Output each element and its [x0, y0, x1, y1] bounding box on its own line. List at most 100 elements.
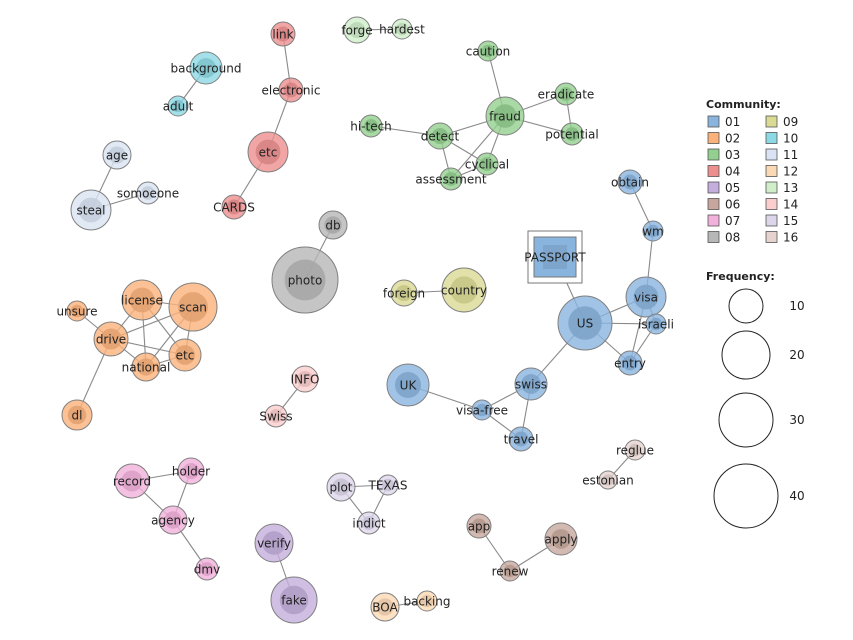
node-reglue[interactable]: reglue	[616, 439, 654, 461]
frequency-label-30: 30	[789, 413, 804, 427]
node-background[interactable]: background	[171, 51, 242, 85]
node-etc2[interactable]: etc	[168, 338, 202, 372]
node-country[interactable]: country	[441, 267, 487, 313]
node-steal[interactable]: steal	[70, 189, 112, 231]
community-swatch-11	[765, 148, 778, 161]
node-record[interactable]: record	[113, 463, 151, 499]
node-label-link: link	[272, 28, 293, 42]
node-core-etc4	[255, 139, 281, 165]
node-label-country: country	[441, 284, 487, 298]
node-israeli[interactable]: israeli	[638, 313, 674, 335]
legend: Community: 01020304050607080910111213141…	[706, 98, 805, 529]
node-label-scan: scan	[179, 301, 207, 315]
node-core-obtain	[622, 174, 638, 190]
node-plot[interactable]: plot	[326, 472, 356, 502]
node-holder[interactable]: holder	[172, 457, 210, 485]
node-UK[interactable]: UK	[386, 363, 430, 407]
node-core-holder	[182, 462, 200, 480]
node-fraud[interactable]: fraud	[485, 96, 525, 136]
community-legend-item-07: 07	[707, 214, 740, 228]
node-unsure[interactable]: unsure	[56, 300, 98, 322]
node-core-entry	[622, 355, 638, 371]
node-etc4[interactable]: etc	[247, 131, 289, 173]
community-label-08: 08	[725, 231, 740, 245]
node-visafree[interactable]: visa-free	[456, 399, 508, 421]
frequency-legend-title: Frequency:	[706, 270, 775, 283]
node-electronic[interactable]: electronic	[262, 77, 321, 103]
node-eradicate[interactable]: eradicate	[538, 82, 595, 106]
node-INFO[interactable]: INFO	[291, 365, 320, 393]
node-core-TEXAS	[381, 478, 395, 492]
node-potential[interactable]: potential	[545, 122, 599, 146]
community-swatch-07	[707, 214, 720, 227]
node-label-eradicate: eradicate	[538, 88, 595, 102]
node-photo[interactable]: photo	[271, 246, 339, 314]
node-foreign[interactable]: foreign	[383, 279, 425, 307]
node-core-photo	[284, 259, 326, 301]
node-drive[interactable]: drive	[93, 321, 129, 357]
node-core-renew	[503, 564, 517, 578]
node-BOA[interactable]: BOA	[370, 592, 400, 622]
node-CARDS[interactable]: CARDS	[213, 194, 255, 220]
node-obtain[interactable]: obtain	[611, 169, 649, 195]
node-apply[interactable]: apply	[544, 522, 578, 556]
node-entry[interactable]: entry	[614, 350, 646, 376]
node-dmv[interactable]: dmv	[194, 557, 220, 581]
community-legend-item-08: 08	[707, 231, 740, 245]
node-TEXAS[interactable]: TEXAS	[368, 474, 408, 496]
node-label-holder: holder	[172, 465, 210, 479]
community-legend-item-04: 04	[707, 165, 740, 179]
node-renew[interactable]: renew	[492, 560, 529, 582]
node-PASSPORT[interactable]: PASSPORT	[524, 230, 586, 284]
node-visa[interactable]: visa	[625, 276, 667, 318]
node-fake[interactable]: fake	[270, 576, 318, 624]
node-estonian[interactable]: estonian	[582, 470, 634, 490]
node-somoeone[interactable]: somoeone	[117, 181, 179, 205]
community-swatch-09	[765, 115, 778, 128]
node-core-israeli	[649, 317, 663, 331]
node-US[interactable]: US	[557, 295, 613, 351]
node-link[interactable]: link	[270, 21, 296, 47]
node-detect[interactable]: detect	[421, 122, 460, 150]
node-forge[interactable]: forge	[341, 16, 373, 44]
node-agency[interactable]: agency	[151, 505, 195, 535]
community-legend-item-15: 15	[765, 214, 798, 228]
node-backing[interactable]: backing	[403, 590, 451, 612]
node-cyclical[interactable]: cyclical	[465, 152, 509, 176]
node-indict[interactable]: indict	[352, 511, 386, 535]
node-travel[interactable]: travel	[504, 426, 539, 452]
community-swatch-06	[707, 198, 720, 210]
node-core-dl	[67, 405, 87, 425]
node-label-national: national	[122, 361, 171, 375]
node-app[interactable]: app	[466, 513, 492, 539]
node-label-INFO: INFO	[291, 373, 320, 387]
node-core-steal	[78, 197, 104, 223]
community-legend-item-03: 03	[707, 148, 740, 162]
node-label-hitech: hi-tech	[350, 120, 392, 134]
community-label-04: 04	[725, 165, 740, 179]
node-db[interactable]: db	[318, 210, 348, 240]
node-age[interactable]: age	[102, 140, 132, 170]
frequency-circle-40	[713, 463, 779, 529]
node-wm[interactable]: wm	[642, 220, 664, 242]
node-national[interactable]: national	[122, 352, 171, 382]
node-Swiss[interactable]: Swiss	[259, 404, 293, 428]
node-adult[interactable]: adult	[163, 95, 194, 117]
node-core-Swiss	[269, 409, 283, 423]
node-license[interactable]: license	[121, 279, 163, 321]
node-dl[interactable]: dl	[61, 399, 93, 431]
node-core-cyclical	[480, 157, 494, 171]
node-label-drive: drive	[96, 333, 126, 347]
node-hitech[interactable]: hi-tech	[350, 114, 392, 138]
node-core-plot	[332, 478, 350, 496]
node-scan[interactable]: scan	[168, 282, 218, 332]
node-core-apply	[551, 529, 571, 549]
node-hardest[interactable]: hardest	[379, 18, 425, 40]
frequency-label-20: 20	[789, 348, 804, 362]
node-verify[interactable]: verify	[254, 523, 294, 563]
node-assessment[interactable]: assessment	[415, 167, 487, 191]
node-caution[interactable]: caution	[466, 40, 511, 62]
community-legend-item-16: 16	[765, 231, 798, 245]
node-swiss[interactable]: swiss	[514, 367, 548, 401]
